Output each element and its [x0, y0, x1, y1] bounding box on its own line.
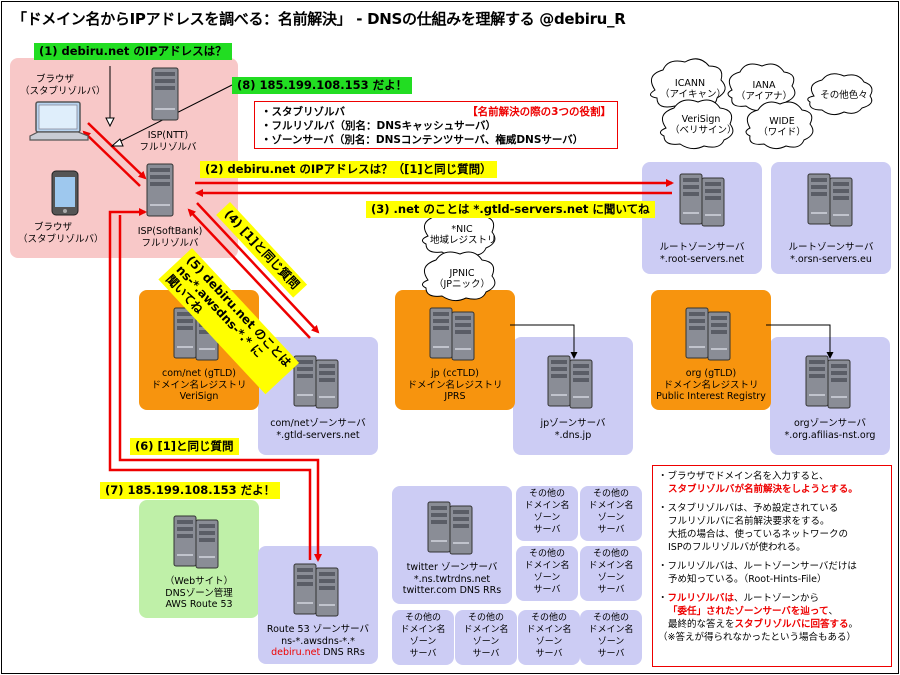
jp-zone-label: jpゾーンサーバ*.dns.jp — [540, 418, 606, 441]
cloud-wide-label: WIDE（ワイド） — [758, 116, 806, 138]
other-zone-label: その他のドメイン名ゾーンサーバ — [588, 489, 634, 535]
step6-label: (6) [1]と同じ質問 — [130, 438, 239, 455]
other-zone-panel-3 — [516, 546, 578, 601]
other-zone-panel-1 — [516, 486, 578, 541]
other-zone-label: その他のドメイン名ゾーンサーバ — [588, 613, 634, 659]
laptop-icon — [29, 101, 89, 141]
other-zone-panel-6 — [455, 610, 517, 665]
other-zone-panel-7 — [518, 610, 580, 665]
other-zone-panel-5 — [392, 610, 454, 665]
page-title: 「ドメイン名からIPアドレスを調べる：名前解決」 - DNSの仕組みを理解する … — [12, 10, 626, 28]
step8-label: (8) 185.199.108.153 だよ！ — [232, 77, 413, 94]
orsn-zone-label: ルートゾーンサーバ*.orsn-servers.eu — [788, 242, 874, 265]
other-zone-label: その他のドメイン名ゾーンサーバ — [526, 613, 572, 659]
cloud-iana-label: IANA（アイアナ） — [735, 80, 793, 102]
cloud-others-label: その他色々 — [820, 90, 868, 101]
server-isp-ntt-icon — [151, 67, 179, 121]
route53-rr-suffix: DNS RRs — [320, 647, 365, 658]
other-zone-panel-8 — [580, 610, 642, 665]
step2-label: (2) debiru.net のIPアドレスは？（[1]と同じ質問） — [200, 161, 497, 178]
server-org-zone-icon — [805, 355, 851, 409]
other-zone-panel-2 — [580, 486, 642, 541]
comnet-zone-label: com/netゾーンサーバ*.gtld-servers.net — [270, 418, 366, 441]
smartphone-icon — [51, 170, 79, 216]
step1-label: (1) debiru.net のIPアドレスは？ — [34, 43, 232, 60]
server-jp-zone-icon — [547, 355, 593, 409]
server-website-icon — [173, 515, 219, 569]
cloud-icann-label: ICANN（アイキャン） — [660, 78, 727, 100]
isp-ntt-label: ISP(NTT)フルリゾルバ — [139, 130, 197, 153]
cloud-verisign-label: VeriSign（ベリサイン） — [670, 114, 737, 136]
step7-label: (7) 185.199.108.153 だよ！ — [100, 482, 281, 499]
notes-box: ・ブラウザでドメイン名を入力すると、スタブリゾルバが名前解決をしようとする。 ・… — [652, 465, 892, 667]
route53-rr-domain: debiru.net — [271, 647, 321, 658]
other-zone-label: その他のドメイン名ゾーンサーバ — [524, 549, 570, 595]
cloud-jpnic-label: JPNIC（JPニック） — [433, 268, 491, 290]
server-root-zone-icon — [679, 173, 725, 227]
browser-phone-label: ブラウザ（スタブリゾルバ） — [18, 222, 104, 245]
roles-box: ・スタブリゾルバ ・フルリゾルバ（別名：DNSキャッシュサーバ） ・ゾーンサーバ… — [254, 101, 618, 149]
browser-pc-label: ブラウザ（スタブリゾルバ） — [20, 74, 106, 97]
org-zone-label: orgゾーンサーバ*.org.afilias-nst.org — [784, 418, 876, 441]
roles-tag: 【名前解決の際の3つの役割】 — [467, 106, 611, 118]
other-zone-label: その他のドメイン名ゾーンサーバ — [400, 613, 446, 659]
other-zone-panel-4 — [580, 546, 642, 601]
root-zone-label: ルートゾーンサーバ*.root-servers.net — [659, 242, 745, 265]
note-2: ・スタブリゾルバは、予め設定されているフルリゾルバに名前解決要求をする。大抵の場… — [658, 503, 849, 553]
note-3: ・フルリゾルバは、ルートゾーンサーバだけは予め知っている。（Root-Hints… — [658, 561, 857, 585]
other-zone-label: その他のドメイン名ゾーンサーバ — [463, 613, 509, 659]
server-org-registry-icon — [685, 307, 731, 361]
server-isp-softbank-icon — [146, 163, 174, 217]
server-route53-zone-icon — [293, 563, 339, 617]
server-jp-registry-icon — [429, 307, 475, 361]
note-4: ・フルリゾルバは、ルートゾーンから「委任」されたゾーンサーバを辿って、最終的な答… — [658, 593, 859, 643]
other-zone-label: その他のドメイン名ゾーンサーバ — [524, 489, 570, 535]
step3-label: (3) .net のことは *.gtld-servers.net に聞いてね — [366, 201, 655, 218]
server-orsn-zone-icon — [807, 173, 853, 227]
isp-softbank-label: ISP(SoftBank)フルリゾルバ — [137, 226, 203, 249]
note-1: ・ブラウザでドメイン名を入力すると、スタブリゾルバが名前解決をしようとする。 — [658, 471, 858, 495]
other-zone-label: その他のドメイン名ゾーンサーバ — [588, 549, 634, 595]
server-twitter-zone-icon — [427, 501, 473, 555]
server-comnet-zone-icon — [293, 355, 339, 409]
